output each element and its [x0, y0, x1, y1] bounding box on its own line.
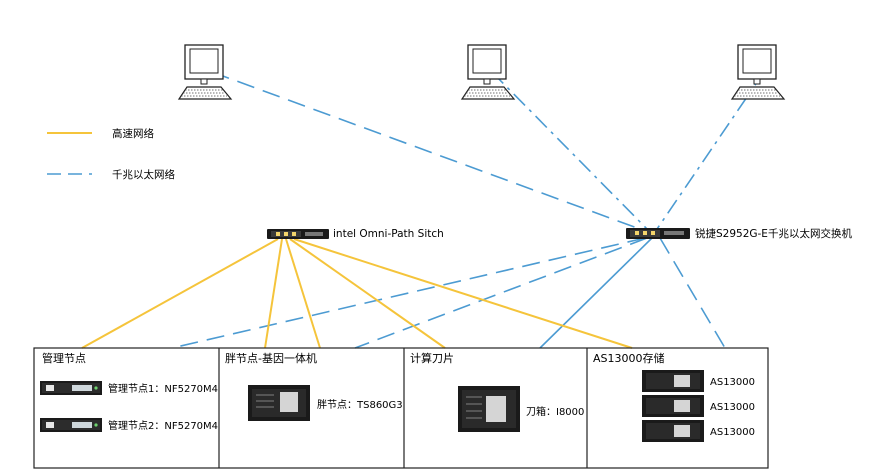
gigabit-switch: [626, 228, 690, 239]
sections-frame: [33, 347, 769, 469]
computer-center: [461, 44, 515, 100]
high-speed-links: [81, 238, 633, 349]
mgmt-node-2-label: 管理节点2：NF5270M4: [108, 419, 218, 432]
storage-unit-1-label: AS13000: [710, 377, 755, 388]
fat-node-label: 胖节点：TS860G3: [317, 399, 403, 411]
legend-high-speed-label: 高速网络: [112, 127, 154, 140]
legend: 高速网络 千兆以太网络: [47, 127, 175, 181]
omnipath-switch: [267, 229, 329, 239]
blade-label: 刀箱：I8000: [526, 405, 584, 418]
mgmt-section-title: 管理节点: [42, 351, 86, 365]
mgmt-node-2-server: [40, 418, 102, 432]
computer-left: [178, 44, 232, 100]
link-omnipath-to-blade: [289, 238, 446, 349]
section-boxes: [33, 347, 769, 469]
link-gigabit-to-blade: [539, 237, 653, 349]
link-omnipath-to-fat-b: [285, 238, 321, 349]
fat-node-server: [248, 385, 310, 421]
storage-unit-2-label: AS13000: [710, 402, 755, 413]
mgmt-node-1-label: 管理节点1：NF5270M4: [108, 382, 218, 395]
gigabit-links: [171, 71, 765, 349]
link-gigabit-to-mgmt: [171, 237, 646, 349]
link-computer-left-to-gigabit-switch: [211, 71, 649, 233]
link-omnipath-to-storage: [293, 238, 633, 349]
blade-chassis: [458, 386, 520, 432]
legend-gigabit-label: 千兆以太网络: [112, 168, 175, 181]
storage-unit-3: [642, 420, 704, 442]
computer-right: [731, 44, 785, 100]
fat-section-title: 胖节点-基因一体机: [225, 351, 317, 365]
link-omnipath-to-mgmt: [81, 238, 279, 349]
link-gigabit-to-storage: [659, 237, 726, 349]
storage-unit-2: [642, 395, 704, 417]
storage-unit-1: [642, 370, 704, 392]
blade-section-title: 计算刀片: [410, 351, 454, 365]
link-gigabit-to-fat: [354, 237, 648, 349]
storage-unit-3-label: AS13000: [710, 427, 755, 438]
link-computer-center-to-gigabit-switch: [491, 71, 651, 233]
mgmt-node-1-server: [40, 381, 102, 395]
link-omnipath-to-fat-a: [264, 238, 283, 349]
storage-section-title: AS13000存储: [593, 351, 665, 365]
gigabit-switch-label: 锐捷S2952G-E千兆以太网交换机: [695, 227, 852, 240]
omnipath-switch-label: intel Omni-Path Sitch: [333, 228, 444, 240]
